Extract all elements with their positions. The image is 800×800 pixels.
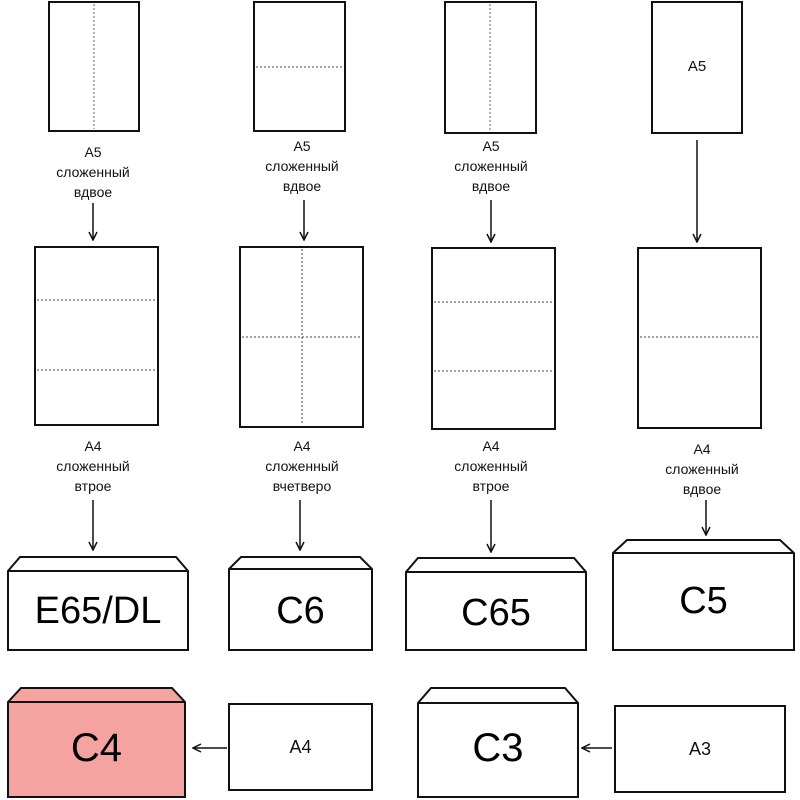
folded-fold: сложенный (454, 458, 528, 474)
folded-manner: вчетверо (272, 478, 332, 494)
source-size: A5 (482, 138, 500, 154)
sheet-label-a3: A3 (688, 739, 712, 759)
folded-caption: A4 сложенный вдвое (632, 439, 772, 499)
source-fold: сложенный (454, 158, 528, 174)
sheet-a5-unfolded (651, 1, 743, 134)
sheet-a4 (228, 703, 373, 791)
source-caption: A5 сложенный вдвое (421, 136, 561, 196)
column-3-graphics (405, 1, 587, 651)
column-4-graphics (612, 1, 795, 651)
envelope-label: C65 (461, 592, 531, 634)
folded-fold: сложенный (265, 458, 339, 474)
folded-caption: A4 сложенный втрое (421, 436, 561, 496)
sheet-label-a4: A4 (289, 737, 312, 757)
folded-fold: сложенный (56, 458, 130, 474)
source-fold: сложенный (265, 158, 339, 174)
source-manner: вдвое (282, 178, 322, 194)
source-caption: A5 (627, 57, 767, 77)
folded-caption: A4 сложенный вчетверо (232, 436, 372, 496)
source-manner: вдвое (73, 184, 113, 200)
source-size: A5 (687, 58, 707, 75)
source-caption: A5 сложенный вдвое (23, 142, 163, 202)
folded-caption: A4 сложенный втрое (23, 436, 163, 496)
source-size: A5 (293, 138, 311, 154)
folded-size: A4 (293, 438, 311, 454)
folded-manner: втрое (472, 478, 510, 494)
folded-manner: втрое (74, 478, 112, 494)
folded-manner: вдвое (682, 481, 722, 497)
folded-size: A4 (693, 441, 711, 457)
sheet-a4-trifold (431, 247, 556, 430)
source-size: A5 (84, 144, 102, 160)
source-manner: вдвое (471, 178, 511, 194)
folded-size: A4 (482, 438, 500, 454)
column-2-graphics (228, 1, 373, 651)
envelope-label: C5 (679, 580, 728, 622)
folded-fold: сложенный (665, 461, 739, 477)
sheet-a3 (614, 705, 786, 793)
sheet-a5-vertical-fold (444, 1, 537, 134)
envelope-label: C6 (276, 590, 325, 632)
sheet-a4-trifold (34, 246, 159, 426)
sheet-a5-horizontal-fold (253, 1, 346, 132)
source-caption: A5 сложенный вдвое (232, 136, 372, 196)
envelope-label-c4: C4 (70, 726, 123, 770)
envelope-label: E65/DL (34, 590, 162, 632)
sheet-a4-half-fold (637, 247, 762, 429)
folded-size: A4 (84, 438, 102, 454)
bottom-row-graphics (7, 687, 786, 798)
envelope-label-c3: C3 (472, 726, 524, 770)
column-1-graphics (7, 1, 189, 651)
source-fold: сложенный (56, 164, 130, 180)
